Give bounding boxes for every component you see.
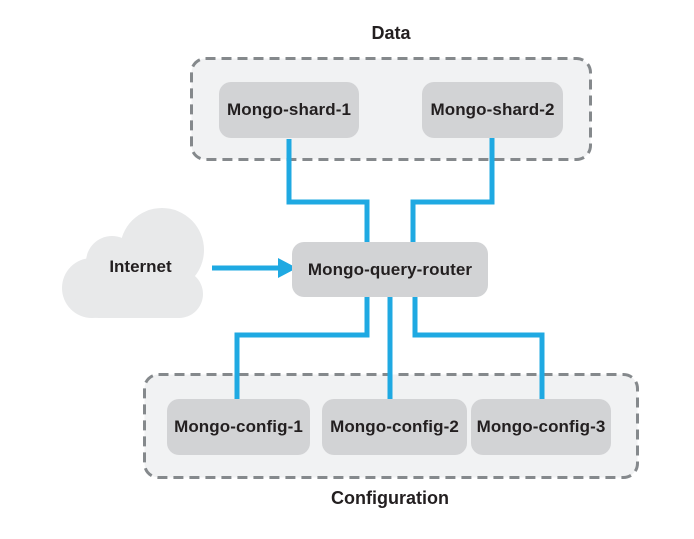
- node-mongo-query-router: Mongo-query-router: [292, 242, 488, 297]
- node-mongo-config-1: Mongo-config-1: [167, 399, 310, 455]
- edge-router-config3: [412, 296, 545, 400]
- data-group-label: Data: [371, 23, 411, 43]
- edge-internet-router-arrow: [212, 258, 297, 278]
- edge-shard1-router: [286, 139, 370, 243]
- node-mongo-config-2: Mongo-config-2: [322, 399, 467, 455]
- edge-shard2-router: [410, 137, 495, 243]
- node-mongo-config-3: Mongo-config-3: [471, 399, 611, 455]
- node-mongo-shard-1: Mongo-shard-1: [219, 82, 359, 138]
- arrowhead-icon: [278, 258, 297, 278]
- edge-router-config1: [234, 296, 370, 400]
- node-mongo-shard-2: Mongo-shard-2: [422, 82, 563, 138]
- configuration-group-label: Configuration: [331, 488, 449, 508]
- internet-cloud-label: Internet: [109, 257, 172, 276]
- cloud-icon: [62, 208, 204, 318]
